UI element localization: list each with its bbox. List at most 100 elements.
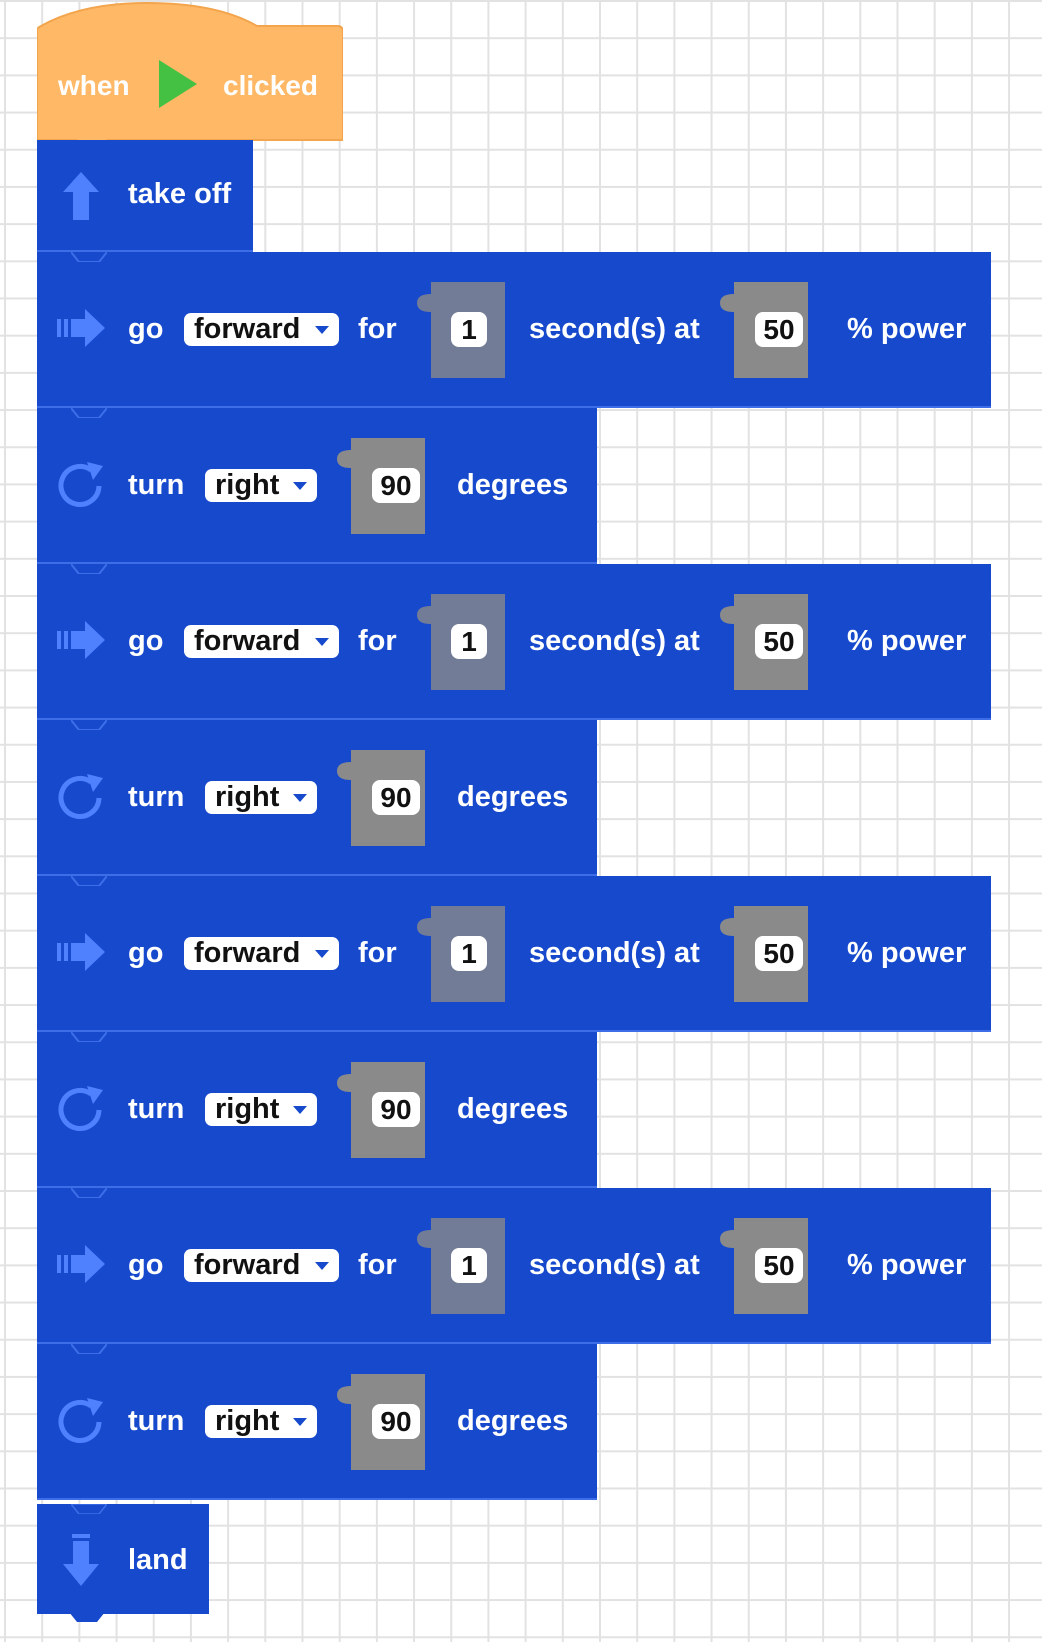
- degrees-label: degrees: [457, 1405, 569, 1437]
- seconds-input[interactable]: 1: [451, 1248, 487, 1283]
- degrees-slot: 90: [335, 750, 425, 846]
- block-notch: [71, 1032, 107, 1042]
- for-label: for: [358, 937, 397, 969]
- chevron-down-icon: [293, 1106, 307, 1114]
- block-notch: [71, 564, 107, 574]
- direction-dropdown[interactable]: forward: [184, 937, 339, 970]
- power-slot: 50: [718, 282, 816, 378]
- power-slot: 50: [718, 906, 816, 1002]
- degrees-input[interactable]: 90: [372, 780, 420, 815]
- for-label: for: [358, 1249, 397, 1281]
- degrees-input[interactable]: 90: [372, 1092, 420, 1127]
- turn-label: turn: [128, 1405, 185, 1437]
- turn-direction-dropdown[interactable]: right: [205, 1405, 317, 1438]
- arrow-right-icon: [55, 930, 107, 979]
- degrees-slot: 90: [335, 1374, 425, 1470]
- rotate-clockwise-icon: [55, 460, 109, 517]
- degrees-label: degrees: [457, 1093, 569, 1125]
- turn-label: turn: [128, 469, 185, 501]
- when-flag-clicked-block[interactable]: when clicked: [37, 0, 343, 148]
- turn-right-block[interactable]: turn right 90 degrees: [37, 720, 597, 876]
- turn-direction-dropdown[interactable]: right: [205, 781, 317, 814]
- hat-block-shape: [37, 1, 343, 148]
- power-input[interactable]: 50: [755, 312, 803, 347]
- seconds-at-label: second(s) at: [529, 313, 700, 345]
- direction-value: forward: [194, 313, 301, 345]
- seconds-slot: 1: [415, 282, 505, 378]
- direction-value: forward: [194, 625, 301, 657]
- block-notch: [71, 252, 107, 262]
- power-slot: 50: [718, 594, 816, 690]
- seconds-input[interactable]: 1: [451, 936, 487, 971]
- go-forward-block[interactable]: go forward for 1 second(s) at 50 % power: [37, 564, 991, 720]
- block-notch: [71, 1504, 107, 1514]
- turn-right-block[interactable]: turn right 90 degrees: [37, 408, 597, 564]
- turn-direction-dropdown[interactable]: right: [205, 469, 317, 502]
- green-flag-icon: [155, 58, 199, 117]
- turn-label: turn: [128, 1093, 185, 1125]
- turn-label: turn: [128, 781, 185, 813]
- power-label: % power: [847, 625, 967, 657]
- rotate-clockwise-icon: [55, 1084, 109, 1141]
- chevron-down-icon: [293, 1418, 307, 1426]
- block-tab: [57, 1612, 117, 1622]
- when-label: when: [58, 70, 130, 101]
- take-off-block[interactable]: take off: [37, 140, 253, 252]
- direction-dropdown[interactable]: forward: [184, 625, 339, 658]
- arrow-down-icon: [55, 1532, 107, 1593]
- degrees-slot: 90: [335, 1062, 425, 1158]
- direction-dropdown[interactable]: forward: [184, 313, 339, 346]
- block-notch: [71, 408, 107, 418]
- go-label: go: [128, 625, 164, 657]
- clicked-label: clicked: [223, 70, 318, 101]
- block-notch: [71, 876, 107, 886]
- power-label: % power: [847, 937, 967, 969]
- degrees-label: degrees: [457, 781, 569, 813]
- seconds-at-label: second(s) at: [529, 937, 700, 969]
- direction-value: forward: [194, 1249, 301, 1281]
- chevron-down-icon: [293, 794, 307, 802]
- power-input[interactable]: 50: [755, 1248, 803, 1283]
- seconds-slot: 1: [415, 1218, 505, 1314]
- seconds-slot: 1: [415, 594, 505, 690]
- power-slot: 50: [718, 1218, 816, 1314]
- block-notch: [71, 1188, 107, 1198]
- power-label: % power: [847, 1249, 967, 1281]
- power-label: % power: [847, 313, 967, 345]
- for-label: for: [358, 625, 397, 657]
- chevron-down-icon: [315, 326, 329, 334]
- turn-direction-value: right: [215, 1093, 280, 1125]
- rotate-clockwise-icon: [55, 1396, 109, 1453]
- degrees-slot: 90: [335, 438, 425, 534]
- turn-right-block[interactable]: turn right 90 degrees: [37, 1032, 597, 1188]
- direction-dropdown[interactable]: forward: [184, 1249, 339, 1282]
- seconds-at-label: second(s) at: [529, 625, 700, 657]
- degrees-label: degrees: [457, 469, 569, 501]
- degrees-input[interactable]: 90: [372, 1404, 420, 1439]
- turn-direction-value: right: [215, 1405, 280, 1437]
- arrow-right-icon: [55, 618, 107, 667]
- go-forward-block[interactable]: go forward for 1 second(s) at 50 % power: [37, 876, 991, 1032]
- direction-value: forward: [194, 937, 301, 969]
- chevron-down-icon: [315, 1262, 329, 1270]
- seconds-input[interactable]: 1: [451, 624, 487, 659]
- degrees-input[interactable]: 90: [372, 468, 420, 503]
- power-input[interactable]: 50: [755, 624, 803, 659]
- take-off-label: take off: [128, 178, 232, 210]
- land-block[interactable]: land: [37, 1504, 209, 1622]
- arrow-up-icon: [55, 170, 107, 227]
- chevron-down-icon: [315, 950, 329, 958]
- turn-right-block[interactable]: turn right 90 degrees: [37, 1344, 597, 1500]
- seconds-slot: 1: [415, 906, 505, 1002]
- seconds-input[interactable]: 1: [451, 312, 487, 347]
- go-label: go: [128, 937, 164, 969]
- rotate-clockwise-icon: [55, 772, 109, 829]
- power-input[interactable]: 50: [755, 936, 803, 971]
- for-label: for: [358, 313, 397, 345]
- turn-direction-dropdown[interactable]: right: [205, 1093, 317, 1126]
- turn-direction-value: right: [215, 469, 280, 501]
- block-notch: [71, 720, 107, 730]
